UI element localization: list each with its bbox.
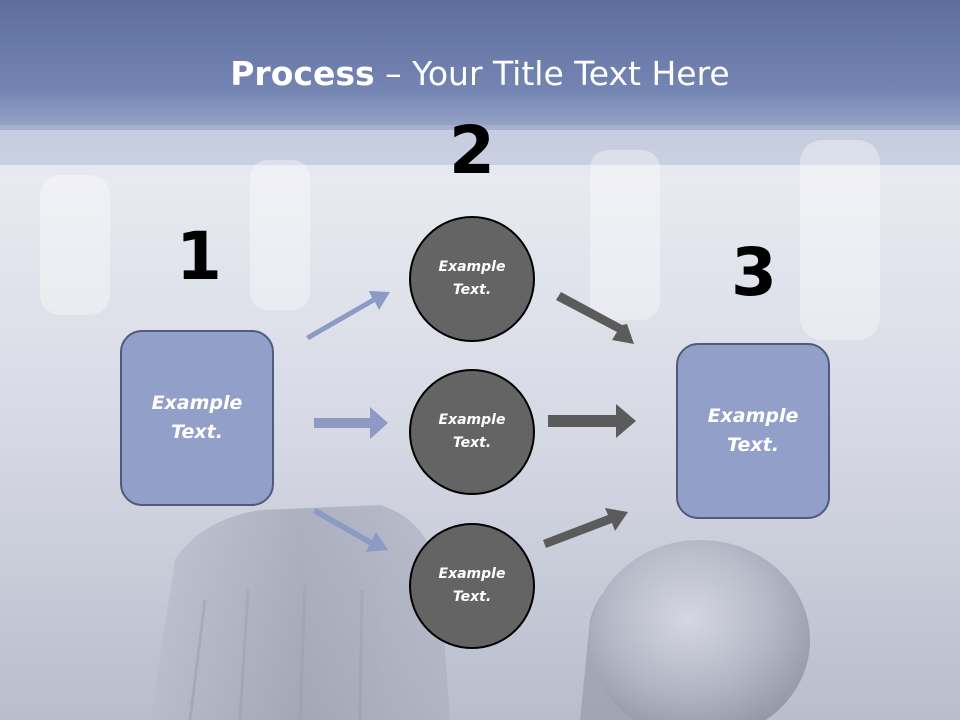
arrow-top-circle-to-3: [556, 292, 634, 344]
step-1-box: Example Text.: [120, 330, 274, 506]
circle-bottom-label: Example Text.: [438, 566, 506, 605]
title-bold: Process: [230, 54, 375, 93]
step-2-circle-middle: Example Text.: [409, 369, 535, 495]
arrow-1-to-middle-circle: [314, 407, 388, 439]
arrow-1-to-top-circle: [306, 291, 390, 340]
arrow-middle-circle-to-3: [548, 404, 636, 438]
circle-top-label: Example Text.: [438, 259, 506, 298]
step-number-1: 1: [176, 218, 222, 295]
arrow-1-to-bottom-circle: [313, 508, 388, 552]
step-3-box: Example Text.: [676, 343, 830, 519]
title-rest: – Your Title Text Here: [374, 54, 730, 93]
step-number-2: 2: [449, 112, 495, 189]
circle-middle-label: Example Text.: [438, 412, 506, 451]
step-number-3: 3: [731, 234, 777, 311]
slide-title: Process – Your Title Text Here: [0, 54, 960, 94]
step-3-label: Example Text.: [707, 405, 799, 456]
arrow-bottom-circle-to-3: [543, 508, 628, 548]
step-1-label: Example Text.: [151, 392, 243, 443]
step-2-circle-top: Example Text.: [409, 216, 535, 342]
step-2-circle-bottom: Example Text.: [409, 523, 535, 649]
